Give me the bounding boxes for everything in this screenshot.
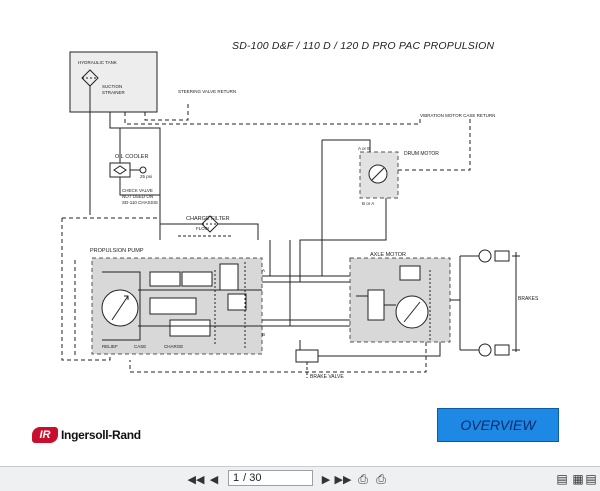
- label-strainer: STRAINER: [102, 90, 126, 95]
- label-brake-valve: BRAKE VALVE: [310, 374, 344, 380]
- label-axle-motor: AXLE MOTOR: [370, 252, 406, 258]
- label-oil-cooler: OIL COOLER: [115, 154, 148, 160]
- document-title: SD-100 D&F / 110 D / 120 D PRO PAC PROPU…: [232, 40, 495, 52]
- last-page-icon[interactable]: ▶▶: [334, 473, 352, 486]
- hydraulic-schematic: HYDRAULIC TANK SUCTION STRAINER STEERING…: [61, 51, 539, 380]
- page-number-field[interactable]: 1 / 30: [228, 470, 313, 486]
- label-case: CASE: [134, 344, 146, 349]
- suction-strainer-symbol: [81, 69, 99, 87]
- label-drum-motor: DRUM MOTOR: [404, 151, 439, 157]
- first-page-icon[interactable]: ◀◀: [187, 473, 205, 486]
- label-b-or-a: B or A: [362, 201, 374, 206]
- page-current[interactable]: 1: [233, 472, 240, 484]
- label-check-valve-3: SD-110 CHASSIS: [122, 200, 158, 205]
- label-a-or-b: A or B: [358, 146, 370, 151]
- pdf-toolbar: ◀◀ ◀ 1 / 30 ▶ ▶▶ ⎙ ⎙ ▤ ▦ ▤: [0, 466, 600, 491]
- label-check-valve-1: CHECK VALVE: [122, 188, 153, 193]
- label-port-b: B: [262, 332, 265, 337]
- single-page-view-icon[interactable]: ▤: [556, 472, 568, 486]
- logo-text: Ingersoll-Rand: [61, 428, 141, 442]
- brake-top: [478, 249, 492, 263]
- page-total: / 30: [243, 472, 262, 484]
- label-hydraulic-tank: HYDRAULIC TANK: [78, 60, 117, 65]
- rotate-icon[interactable]: ⎙: [358, 471, 368, 486]
- label-relief: RELIEF: [102, 344, 118, 349]
- label-vibration-return: VIBRATION MOTOR CASE RETURN: [420, 113, 495, 118]
- label-flow: FLOW: [196, 226, 210, 231]
- hydraulic-tank: [69, 51, 158, 113]
- previous-page-icon[interactable]: ◀: [209, 473, 219, 486]
- label-steering-return: STEERING VALVE RETURN: [178, 89, 236, 94]
- overview-button[interactable]: OVERVIEW: [437, 408, 559, 442]
- brake-bottom: [478, 343, 492, 357]
- logo-mark: IR: [32, 427, 58, 443]
- print-icon[interactable]: ⎙: [376, 471, 386, 486]
- next-page-icon[interactable]: ▶: [321, 473, 331, 486]
- label-brakes: BRAKES: [518, 296, 539, 302]
- brake-valve: [295, 349, 319, 363]
- ingersoll-rand-logo: IR Ingersoll-Rand: [32, 426, 141, 444]
- label-psi: 25 psi: [140, 174, 152, 179]
- scroll-view-icon[interactable]: ▤: [585, 472, 597, 486]
- two-page-view-icon[interactable]: ▦: [572, 472, 584, 486]
- label-check-valve-2: NOT USED ON: [122, 194, 153, 199]
- label-propulsion-pump: PROPULSION PUMP: [90, 248, 144, 254]
- label-port-a: A: [262, 268, 265, 273]
- label-charge: CHARGE: [164, 344, 183, 349]
- label-charge-filter: CHARGE FILTER: [186, 216, 230, 222]
- label-suction: SUCTION: [102, 84, 122, 89]
- oil-cooler: [109, 162, 131, 178]
